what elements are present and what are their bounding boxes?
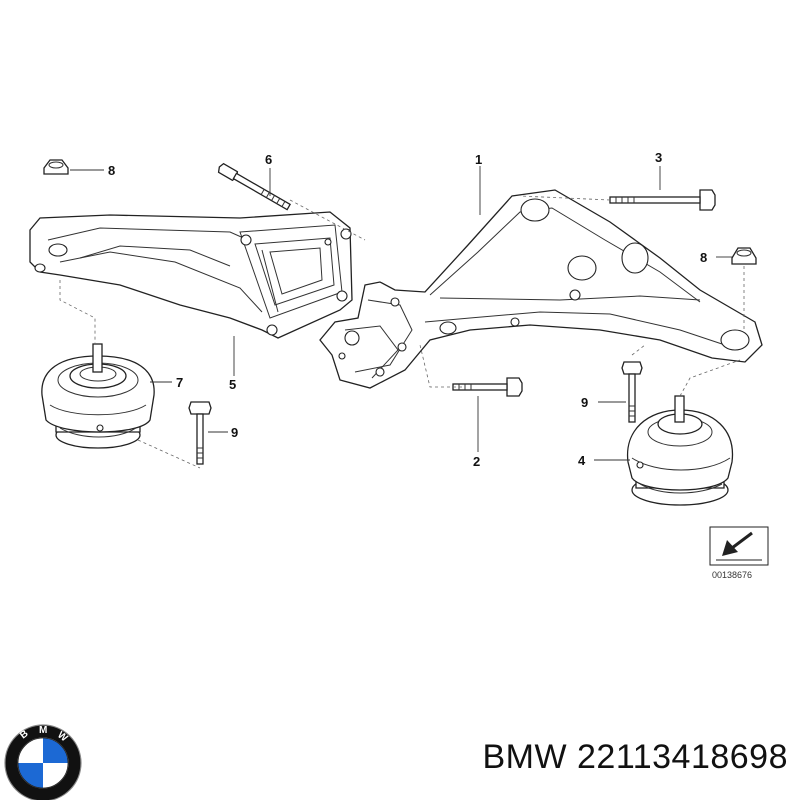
engine-mount-right: [626, 395, 734, 506]
bolt-part-9-right: [621, 361, 643, 423]
callout-8-left: 8: [108, 163, 115, 178]
bracket-right: [319, 189, 763, 389]
bolt-part-3: [609, 189, 716, 211]
callout-5: 5: [229, 377, 236, 392]
part-number-caption: BMW 22113418698: [482, 738, 788, 776]
bmw-logo: B M W: [4, 724, 82, 800]
callout-6: 6: [265, 152, 272, 167]
bracket-left: [29, 211, 353, 339]
bolt-part-6: [217, 162, 292, 211]
callout-3: 3: [655, 150, 662, 165]
leader-lines: [59, 166, 745, 469]
callout-8-right: 8: [700, 250, 707, 265]
callout-9-right: 9: [581, 395, 588, 410]
svg-text:M: M: [39, 725, 47, 736]
reference-number: 00138676: [712, 570, 752, 580]
callout-2: 2: [473, 454, 480, 469]
callout-1: 1: [475, 152, 482, 167]
direction-arrow-icon: [709, 526, 769, 566]
engine-mount-left: [41, 343, 155, 449]
callout-9-left: 9: [231, 425, 238, 440]
callout-labels: 1 2 3 4 5 6 7 8 8 9 9: [108, 150, 707, 469]
bolt-part-9-left: [188, 401, 212, 465]
bolt-part-2: [452, 377, 523, 397]
nut-part-8-left: [43, 159, 69, 175]
nut-part-8-right: [731, 247, 757, 265]
callout-4: 4: [578, 453, 586, 468]
callout-7: 7: [176, 375, 183, 390]
